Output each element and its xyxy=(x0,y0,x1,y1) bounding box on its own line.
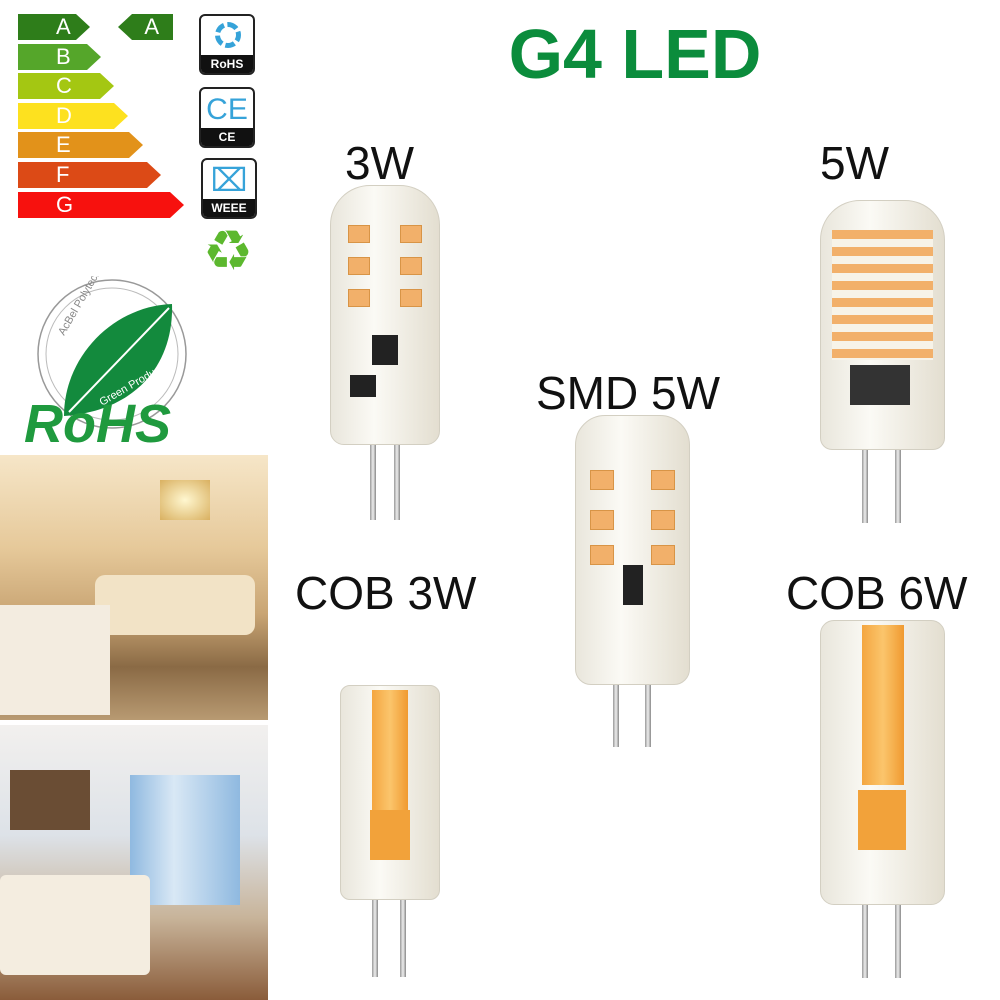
weee-label: WEEE xyxy=(203,199,255,217)
ce-badge: CE CE xyxy=(199,87,255,148)
recycle-icon: ♻ xyxy=(202,219,254,282)
label-smd-5w: SMD 5W xyxy=(536,367,720,419)
ce-icon: CE xyxy=(206,93,248,126)
bulb-smd-5w-image xyxy=(575,415,690,750)
living-room-photo xyxy=(0,455,268,720)
label-cob-6w: COB 6W xyxy=(786,567,968,619)
energy-class-a: A xyxy=(18,14,90,40)
energy-class-g: G xyxy=(18,192,184,218)
weee-badge: ⌧ WEEE xyxy=(201,158,257,219)
rohs-icon xyxy=(215,22,241,48)
energy-class-c: C xyxy=(18,73,114,99)
bulb-5w-image xyxy=(820,200,945,525)
bulb-cob-3w-image xyxy=(340,685,440,980)
rohs-label: RoHS xyxy=(201,55,253,73)
energy-class-d: D xyxy=(18,103,128,129)
bulb-3w-image xyxy=(330,185,440,525)
ce-label: CE xyxy=(201,128,253,146)
label-3w: 3W xyxy=(345,137,414,189)
svg-text:RoHS: RoHS xyxy=(24,394,171,446)
label-cob-3w: COB 3W xyxy=(295,567,477,619)
bulb-cob-6w-image xyxy=(820,620,945,980)
rohs-badge: RoHS xyxy=(199,14,255,75)
energy-class-e: E xyxy=(18,132,143,158)
page-title: G4 LED xyxy=(508,15,762,93)
bedroom-photo xyxy=(0,725,268,1000)
energy-class-f: F xyxy=(18,162,161,188)
energy-class-b: B xyxy=(18,44,101,70)
label-5w: 5W xyxy=(820,137,889,189)
crossed-bin-icon: ⌧ xyxy=(210,162,248,198)
rohs-green-logo: Green Product AcBel Polytech Inc. RoHS xyxy=(24,249,189,454)
energy-rating-arrow: A xyxy=(118,14,173,40)
svg-text:AcBel Polytech Inc.: AcBel Polytech Inc. xyxy=(56,276,114,338)
